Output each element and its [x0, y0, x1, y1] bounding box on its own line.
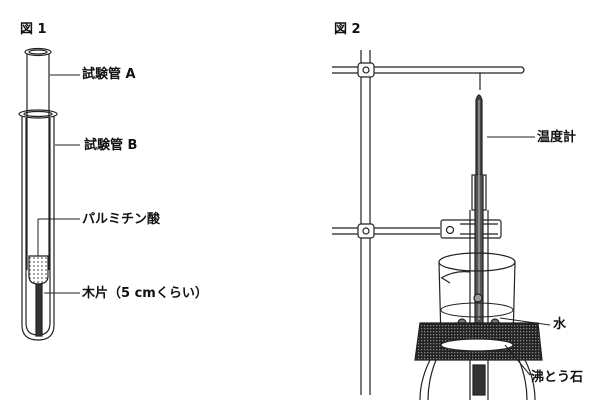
- label-boiling-stone: 沸とう石: [531, 370, 584, 385]
- label-palmitic-acid: パルミチン酸: [82, 212, 161, 227]
- thermometer-clamp: [440, 219, 502, 239]
- wood-piece: [35, 283, 43, 337]
- figure-1-title: 図 1: [20, 22, 47, 37]
- test-tube-b: [18, 109, 58, 341]
- label-thermometer: 温度計: [537, 130, 577, 145]
- figure-2-title: 図 2: [334, 22, 361, 37]
- label-test-tube-a: 試験管 A: [82, 67, 136, 82]
- test-tube-a: [24, 47, 52, 270]
- label-wood-piece: 木片（5 cmくらい）: [82, 286, 208, 301]
- tripod-legs: [419, 359, 536, 401]
- palmitic-acid-powder: [28, 255, 49, 285]
- label-test-tube-b: 試験管 B: [84, 138, 138, 153]
- stand-rods: [332, 50, 525, 395]
- label-water: 水: [553, 317, 567, 332]
